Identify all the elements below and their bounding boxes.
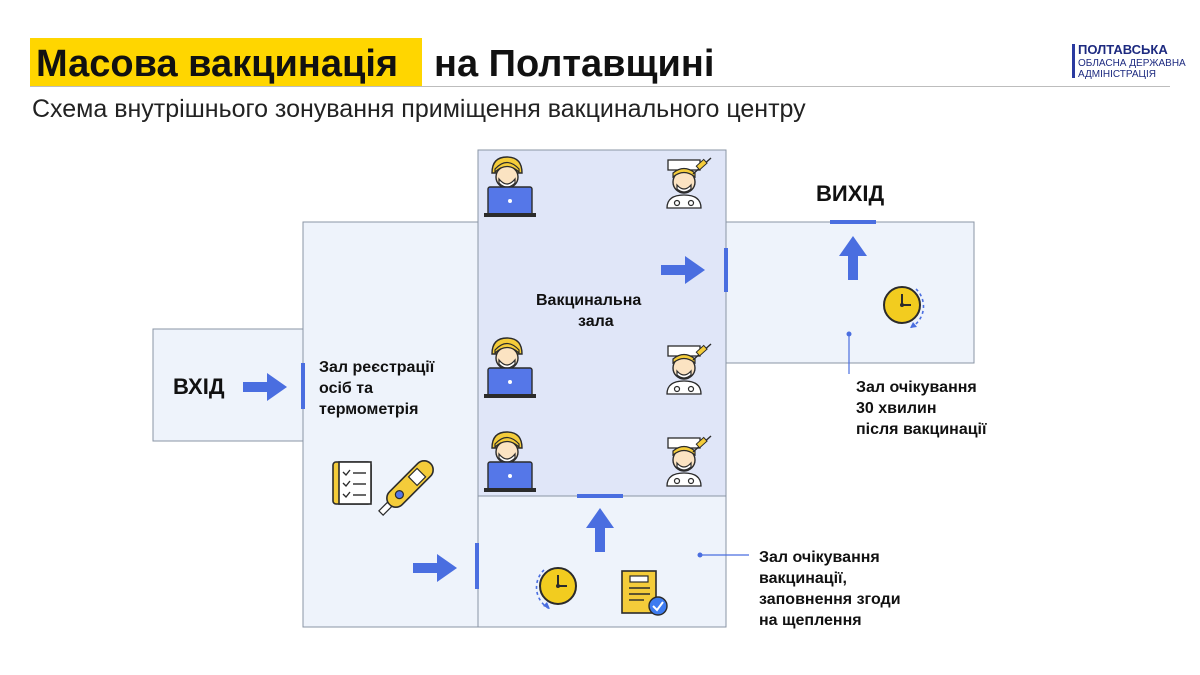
door-post-wait <box>724 248 728 292</box>
registration-label-2: осіб та <box>319 380 373 397</box>
title-highlight-bar <box>30 38 422 86</box>
door-registration <box>301 363 305 409</box>
registration-label-3: термометрія <box>319 401 419 418</box>
door-pre-wait <box>475 543 479 589</box>
thermometer-icon <box>378 460 434 516</box>
checklist-icon <box>332 461 372 505</box>
pre-wait-label-2: вакцинації, <box>759 570 847 587</box>
logo-line-3: АДМІНІСТРАЦІЯ <box>1078 69 1156 80</box>
logo-line-2: ОБЛАСНА ДЕРЖАВНА <box>1078 58 1186 69</box>
header-divider <box>30 86 1170 87</box>
page-title-rest: на Полтавщині <box>434 43 715 85</box>
pre-wait-label-1: Зал очікування <box>759 549 880 566</box>
exit-label: ВИХІД <box>816 181 885 206</box>
door-vax-hall <box>577 494 623 498</box>
registration-label-1: Зал реєстрації <box>319 359 435 376</box>
page-title: Масова вакцинація <box>36 43 399 85</box>
vaccination-hall-label-2: зала <box>578 313 614 330</box>
vaccination-hall-label-1: Вакцинальна <box>536 292 642 309</box>
consent-form-icon <box>621 570 668 616</box>
logo-bar <box>1072 44 1075 78</box>
page-subtitle: Схема внутрішнього зонування приміщення … <box>32 95 806 123</box>
entrance-label: ВХІД <box>173 374 225 399</box>
post-wait-label-3: після вакцинації <box>856 421 987 438</box>
pre-wait-label-4: на щеплення <box>759 612 862 629</box>
clock-icon <box>535 567 577 610</box>
logo-line-1: ПОЛТАВСЬКА <box>1078 42 1168 57</box>
pre-wait-label-3: заповнення згоди <box>759 591 901 608</box>
post-wait-label-1: Зал очікування <box>856 379 977 396</box>
post-wait-label-2: 30 хвилин <box>856 400 937 417</box>
door-exit <box>830 220 876 224</box>
